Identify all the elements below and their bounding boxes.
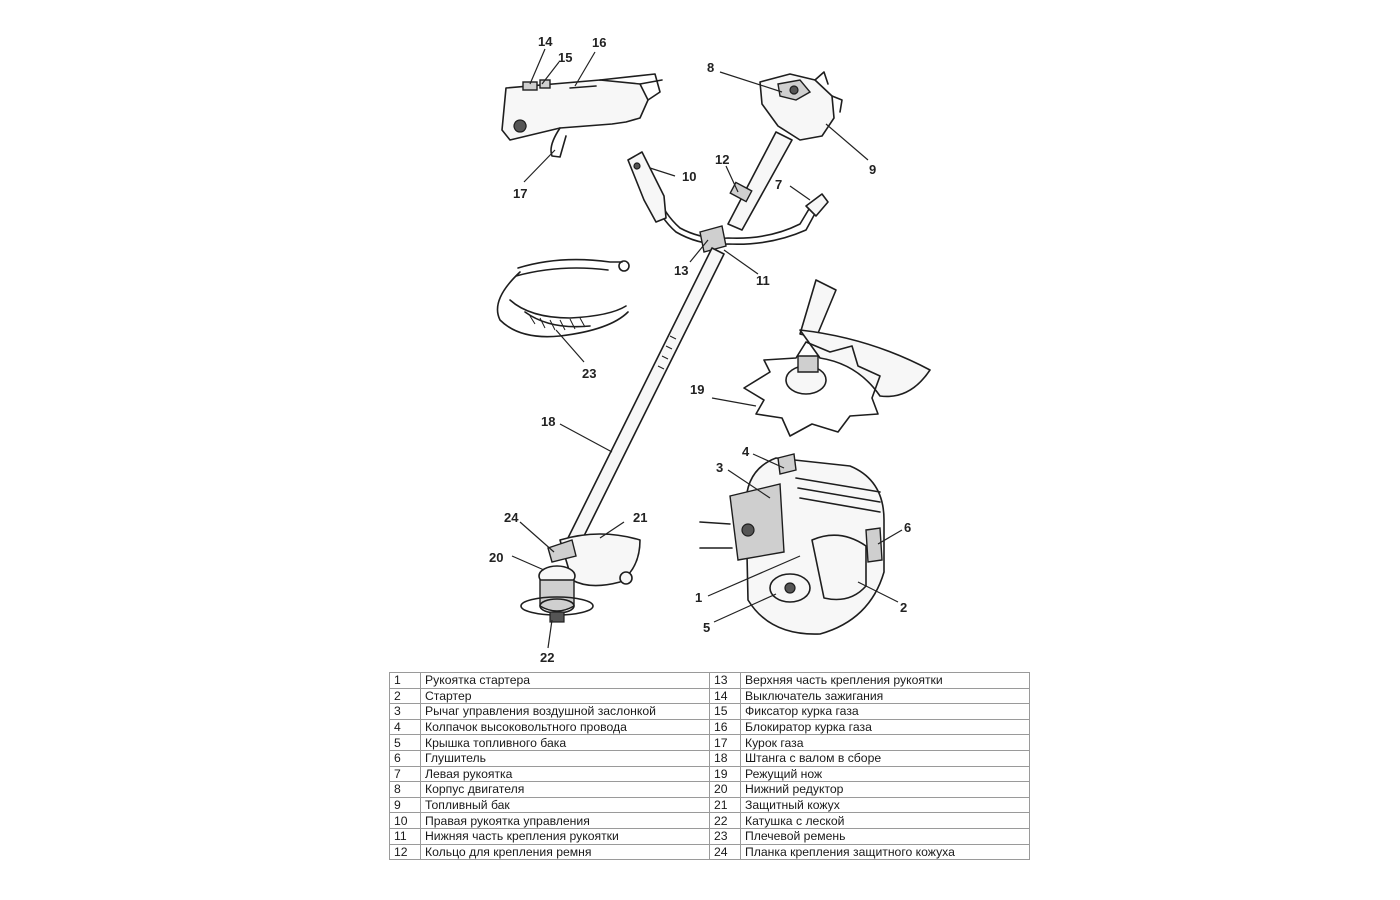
part-name: Штанга с валом в сборе	[740, 749, 1030, 767]
callout-10: 10	[682, 169, 696, 184]
part-number: 8	[389, 781, 421, 798]
callout-21: 21	[633, 510, 647, 525]
part-number: 11	[389, 827, 421, 845]
callout-5: 5	[703, 620, 710, 635]
part-name: Правая рукоятка управления	[420, 812, 710, 829]
callout-22: 22	[540, 650, 554, 665]
callout-17: 17	[513, 186, 527, 201]
part-number: 3	[389, 703, 421, 720]
part-number: 2	[389, 687, 421, 705]
callout-7: 7	[775, 177, 782, 192]
callout-8: 8	[707, 60, 714, 75]
part-name: Корпус двигателя	[420, 781, 710, 798]
part-number: 7	[389, 765, 421, 783]
part-number: 23	[709, 827, 741, 845]
part-number: 18	[709, 749, 741, 767]
part-number: 17	[709, 734, 741, 751]
part-number: 4	[389, 718, 421, 736]
part-number: 19	[709, 765, 741, 783]
callout-20: 20	[489, 550, 503, 565]
part-name: Левая рукоятка	[420, 765, 710, 783]
callout-18: 18	[541, 414, 555, 429]
part-number: 13	[709, 672, 741, 689]
shoulder-strap-drawing	[496, 258, 630, 338]
part-name: Топливный бак	[420, 796, 710, 814]
part-number: 14	[709, 687, 741, 705]
callout-2: 2	[900, 600, 907, 615]
part-number: 22	[709, 812, 741, 829]
leader-lines	[511, 48, 903, 649]
callout-14: 14	[538, 34, 553, 49]
part-number: 15	[709, 703, 741, 720]
callout-6: 6	[904, 520, 911, 535]
part-number: 6	[389, 749, 421, 767]
part-number: 1	[389, 672, 421, 689]
part-name: Рукоятка стартера	[420, 672, 710, 689]
callout-12: 12	[715, 152, 729, 167]
engine-detail-drawing	[699, 453, 885, 635]
part-number: 5	[389, 734, 421, 751]
part-name: Плечевой ремень	[740, 827, 1030, 845]
part-number: 16	[709, 718, 741, 736]
throttle-handle-detail	[501, 73, 663, 158]
callout-16: 16	[592, 35, 606, 50]
part-name: Крышка топливного бака	[420, 734, 710, 751]
callout-1: 1	[695, 590, 702, 605]
part-name: Выключатель зажигания	[740, 687, 1030, 705]
part-name: Режущий нож	[740, 765, 1030, 783]
part-number: 24	[709, 843, 741, 861]
part-number: 9	[389, 796, 421, 814]
callout-23: 23	[582, 366, 596, 381]
callout-11: 11	[756, 273, 770, 288]
part-name: Кольцо для крепления ремня	[420, 843, 710, 861]
part-number: 21	[709, 796, 741, 814]
part-name: Нижний редуктор	[740, 781, 1030, 798]
blade-detail-drawing	[743, 279, 931, 437]
part-number: 20	[709, 781, 741, 798]
callout-19: 19	[690, 382, 704, 397]
callout-3: 3	[716, 460, 723, 475]
callout-13: 13	[674, 263, 688, 278]
part-name: Фиксатор курка газа	[740, 703, 1030, 720]
callout-4: 4	[742, 444, 750, 459]
part-number: 12	[389, 843, 421, 861]
part-name: Блокиратор курка газа	[740, 718, 1030, 736]
part-name: Колпачок высоковольтного провода	[420, 718, 710, 736]
part-number: 10	[389, 812, 421, 829]
part-name: Катушка с леской	[740, 812, 1030, 829]
trimmer-parts-diagram: 14 15 16 17 8 9 10 12 7 13 11 23 19 18 2…	[489, 34, 931, 665]
callout-9: 9	[869, 162, 876, 177]
part-name: Нижняя часть крепления рукоятки	[420, 827, 710, 845]
callout-labels: 14 15 16 17 8 9 10 12 7 13 11 23 19 18 2…	[489, 34, 911, 665]
part-name: Планка крепления защитного кожуха	[740, 843, 1030, 861]
part-name: Глушитель	[420, 749, 710, 767]
callout-24: 24	[504, 510, 519, 525]
part-name: Стартер	[420, 687, 710, 705]
part-name: Курок газа	[740, 734, 1030, 751]
callout-15: 15	[558, 50, 572, 65]
part-name: Защитный кожух	[740, 796, 1030, 814]
part-name: Рычаг управления воздушной заслонкой	[420, 703, 710, 720]
part-name: Верхняя часть крепления рукоятки	[740, 672, 1030, 689]
